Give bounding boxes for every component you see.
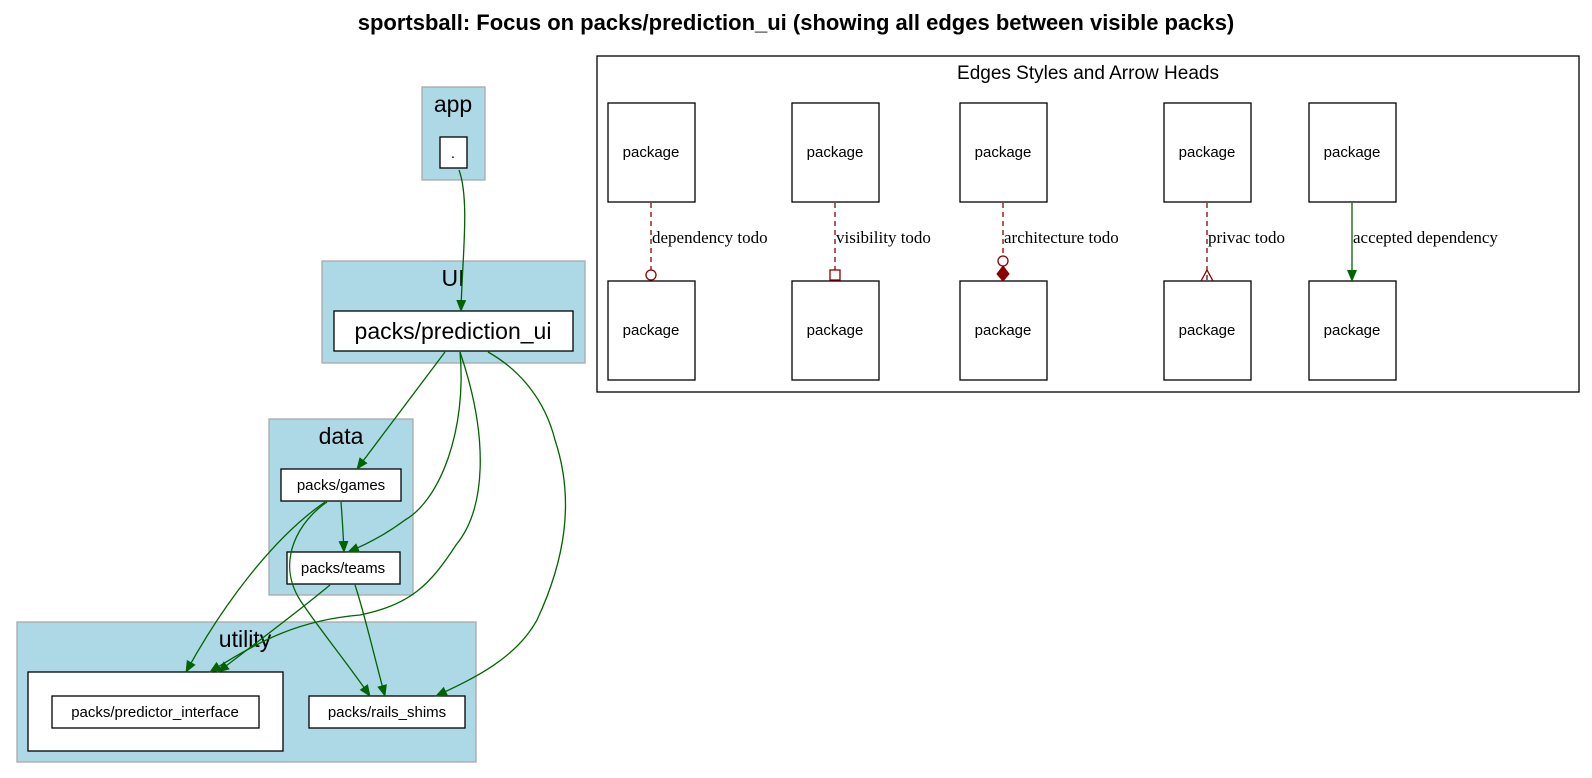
edge-teams-to-rails-shims	[354, 584, 387, 697]
node-rails-shims-label: packs/rails_shims	[328, 704, 446, 721]
legend-package-label: package	[1179, 322, 1236, 339]
legend-package-label: package	[1324, 144, 1381, 161]
node-prediction-ui-label: packs/prediction_ui	[355, 318, 552, 344]
crow-arrowhead-icon	[1200, 268, 1214, 282]
legend-edge-label: architecture todo	[1004, 228, 1119, 247]
legend-edge-label: dependency todo	[652, 228, 768, 247]
node-teams-label: packs/teams	[301, 560, 385, 577]
legend-dependency-todo: package package dependency todo	[607, 102, 768, 381]
legend-package-label: package	[1324, 322, 1381, 339]
legend-package-label: package	[623, 144, 680, 161]
edge-prediction-ui-to-games	[356, 351, 446, 470]
legend-accepted-dependency: package package accepted dependency	[1308, 102, 1498, 381]
legend-package-label: package	[623, 322, 680, 339]
legend-package-label: package	[807, 144, 864, 161]
edge-teams-to-predictor-interface	[217, 584, 331, 673]
node-prediction-ui[interactable]: packs/prediction_ui	[333, 310, 574, 352]
legend-edge-label: privac todo	[1208, 228, 1285, 247]
legend-privacy-todo: package package privac todo	[1163, 102, 1285, 381]
node-rails-shims[interactable]: packs/rails_shims	[308, 695, 466, 729]
obox-arrowhead-icon	[829, 269, 841, 281]
node-games-label: packs/games	[297, 477, 385, 494]
legend-title: Edges Styles and Arrow Heads	[957, 63, 1219, 84]
node-teams[interactable]: packs/teams	[286, 551, 401, 585]
edge-games-to-predictor-interface	[185, 501, 326, 673]
node-root[interactable]: .	[439, 136, 468, 169]
node-predictor-interface[interactable]: packs/predictor_interface	[51, 695, 260, 729]
edge-games-to-teams	[338, 501, 349, 553]
legend-package-label: package	[807, 322, 864, 339]
odot-arrowhead-icon	[645, 269, 657, 281]
node-root-label: .	[451, 145, 455, 162]
legend-architecture-todo: package package architecture todo	[959, 102, 1119, 381]
legend-package-label: package	[1179, 144, 1236, 161]
legend-package-label: package	[975, 144, 1032, 161]
legend-package-label: package	[975, 322, 1032, 339]
diamond-arrowhead-icon	[996, 265, 1010, 282]
edge-prediction-ui-to-teams	[347, 351, 462, 553]
layer-utility-label: utility	[219, 626, 272, 652]
edge-root-to-prediction-ui	[456, 169, 467, 312]
legend-edge-label: visibility todo	[836, 228, 931, 247]
odot-arrowhead-icon	[997, 255, 1009, 267]
legend-edge-label: accepted dependency	[1353, 228, 1498, 247]
edge-games-to-rails-shims	[289, 501, 371, 697]
node-games[interactable]: packs/games	[280, 468, 402, 502]
edge-prediction-ui-to-rails-shims	[435, 351, 567, 697]
legend: Edges Styles and Arrow Heads package pac…	[596, 55, 1580, 393]
layer-app-label: app	[434, 91, 472, 117]
edge-prediction-ui-to-predictor-interface	[209, 351, 481, 673]
legend-visibility-todo: package package visibility todo	[791, 102, 931, 381]
diagram-title: sportsball: Focus on packs/prediction_ui…	[358, 10, 1235, 35]
node-predictor-interface-label: packs/predictor_interface	[71, 704, 239, 721]
layer-data-label: data	[319, 423, 364, 449]
layer-ui-label: UI	[442, 265, 465, 291]
